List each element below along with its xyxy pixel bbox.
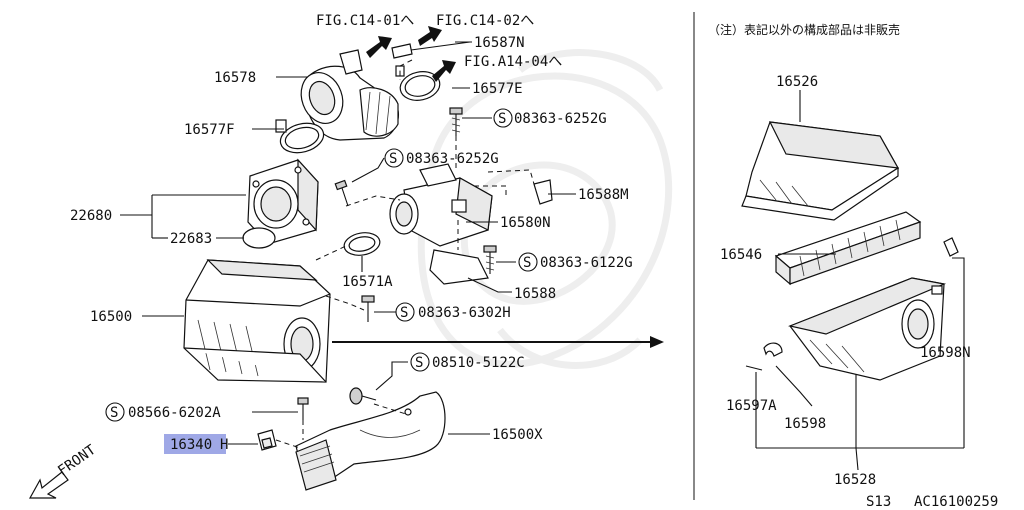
label-08363-6252G-b: 08363-6252G xyxy=(406,151,499,167)
label-16571A[interactable]: 16571A xyxy=(342,274,393,290)
screw-08363-6252G-top xyxy=(449,107,463,136)
label-16528[interactable]: 16528 xyxy=(834,472,876,488)
label-16340-highlighted: 16340 xyxy=(170,437,212,453)
label-08510-5122C[interactable]: S 08510-5122C xyxy=(410,352,525,372)
screw-symbol: S xyxy=(498,111,506,127)
part-16587N-sensor xyxy=(391,41,471,59)
label-16588[interactable]: 16588 xyxy=(514,286,556,302)
footer-code: S13 xyxy=(866,494,891,510)
part-16580N-airflow-meter xyxy=(389,163,493,247)
label-22683[interactable]: 22683 xyxy=(170,231,212,247)
leader-lines-left xyxy=(120,41,576,445)
part-16546-filter-element xyxy=(774,211,922,286)
label-08363-6252G-top[interactable]: S 08363-6252G xyxy=(493,108,607,128)
figure-id: AC16100259 xyxy=(914,494,998,510)
part-16597A-pin xyxy=(745,365,763,371)
clip-08510-5122C xyxy=(349,387,377,405)
screw-08363-6252G-mid xyxy=(334,179,349,207)
part-16528-lower-case xyxy=(787,277,947,381)
label-16340-suffix: H xyxy=(220,437,228,453)
fig-ref-arrows xyxy=(366,26,456,82)
label-16526[interactable]: 16526 xyxy=(776,74,818,90)
label-16500[interactable]: 16500 xyxy=(90,309,132,325)
label-front: FRONT xyxy=(55,442,99,480)
part-16598N-clip xyxy=(943,237,959,257)
part-16340H-grommet xyxy=(257,429,277,451)
note-non-sale: （注）表記以外の構成部品は非販売 xyxy=(708,22,900,37)
part-22680-throttle-body xyxy=(247,158,319,245)
label-08363-6122G[interactable]: S 08363-6122G xyxy=(518,252,633,272)
label-08566-6202A-text: 08566-6202A xyxy=(128,405,221,421)
screw-08566-6202A xyxy=(297,397,309,420)
front-arrow xyxy=(28,471,69,499)
screw-08363-6122G xyxy=(483,245,497,274)
screw-symbol: S xyxy=(415,355,423,371)
label-16598[interactable]: 16598 xyxy=(784,416,826,432)
label-16577E[interactable]: 16577E xyxy=(472,81,523,97)
label-08363-6252G-a: 08363-6252G xyxy=(514,111,607,127)
label-08363-6302H[interactable]: S 08363-6302H xyxy=(395,302,511,322)
label-16340H[interactable]: 16340 H xyxy=(170,437,228,453)
part-16588-bracket xyxy=(429,249,489,285)
part-16577E-clamp xyxy=(395,65,441,101)
label-16546[interactable]: 16546 xyxy=(720,247,762,263)
label-16587N[interactable]: 16587N xyxy=(474,35,525,51)
label-08510-5122C-text: 08510-5122C xyxy=(432,355,525,371)
assembly-arrow xyxy=(332,336,664,348)
screw-symbol: S xyxy=(400,305,408,321)
part-16340-highlight xyxy=(164,434,226,454)
part-16588M-bracket xyxy=(533,179,553,205)
label-08363-6122G-text: 08363-6122G xyxy=(540,255,633,271)
fig-ref-a14-04[interactable]: FIG.A14-04へ xyxy=(464,54,562,70)
screw-08363-6302H xyxy=(361,295,375,322)
screw-symbol: S xyxy=(389,151,397,167)
label-08363-6252G-mid[interactable]: S 08363-6252G xyxy=(384,148,499,168)
part-22683-seal xyxy=(242,227,276,249)
part-16571A-clamp xyxy=(343,232,381,256)
label-16597A[interactable]: 16597A xyxy=(726,398,777,414)
label-16588M[interactable]: 16588M xyxy=(578,187,629,203)
part-16578-air-duct xyxy=(300,49,400,141)
leader-lines-right xyxy=(755,90,965,471)
assembly-dashes-left xyxy=(275,59,535,449)
fig-ref-c14-01[interactable]: FIG.C14-01へ xyxy=(316,13,414,29)
label-16577F[interactable]: 16577F xyxy=(184,122,235,138)
label-08566-6202A[interactable]: S 08566-6202A xyxy=(105,402,221,422)
screw-symbol: S xyxy=(110,405,118,421)
label-16500X[interactable]: 16500X xyxy=(492,427,543,443)
part-16598-clip xyxy=(763,342,783,357)
part-16500-air-cleaner xyxy=(183,259,331,383)
part-16577F-clamp xyxy=(275,119,325,154)
part-16500X-intake-duct xyxy=(295,391,446,491)
part-16526-upper-cover xyxy=(741,121,900,221)
label-08363-6302H-text: 08363-6302H xyxy=(418,305,511,321)
label-16580N[interactable]: 16580N xyxy=(500,215,551,231)
screw-symbol: S xyxy=(523,255,531,271)
label-22680[interactable]: 22680 xyxy=(70,208,112,224)
fig-ref-c14-02[interactable]: FIG.C14-02へ xyxy=(436,13,534,29)
label-16598N[interactable]: 16598N xyxy=(920,345,971,361)
label-16578[interactable]: 16578 xyxy=(214,70,256,86)
